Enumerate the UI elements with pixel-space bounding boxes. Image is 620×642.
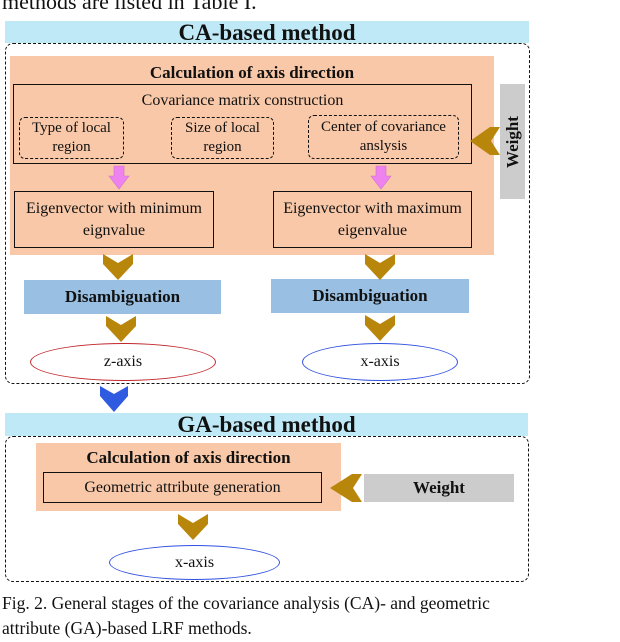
- ca-container: [5, 43, 530, 384]
- gold-arrow-ca-weight-icon: [470, 127, 500, 155]
- gold-arrow-ga-down-icon: [178, 514, 208, 540]
- blue-arrow-down-icon: [100, 386, 128, 412]
- ca-weight-label: Weight: [502, 115, 522, 168]
- ga-x-axis-ellipse: x-axis: [109, 545, 280, 580]
- figure-caption-line1: Fig. 2. General stages of the covariance…: [2, 593, 490, 613]
- ga-title: GA-based method: [177, 412, 356, 437]
- geometric-attribute-box: Geometric attribute generation: [43, 472, 322, 503]
- gold-arrow-eig-right-icon: [365, 254, 395, 280]
- covariance-box: [13, 84, 472, 164]
- top-text: methods are listed in Table I.: [2, 0, 257, 14]
- ga-weight-box: Weight: [364, 474, 514, 502]
- option-local-region-size: Size of local region: [171, 117, 274, 159]
- gold-arrow-disamb-left-icon: [106, 316, 136, 342]
- gold-arrow-disamb-right-icon: [365, 315, 395, 341]
- ga-banner: GA-based method: [5, 413, 528, 436]
- gold-arrow-eig-left-icon: [103, 254, 133, 280]
- ga-container: [5, 436, 529, 582]
- disambiguation-right: Disambiguation: [271, 279, 469, 313]
- pink-arrow-left-icon: [108, 165, 130, 190]
- option-local-region-type: Type of local region: [19, 117, 124, 159]
- pink-arrow-right-icon: [370, 165, 392, 190]
- eigenvector-min-box: Eigenvector with minimum eignvalue: [14, 191, 214, 248]
- ca-x-axis-ellipse: x-axis: [302, 343, 458, 381]
- ca-banner: CA-based method: [5, 19, 529, 45]
- ca-weight-box: Weight: [500, 84, 525, 199]
- ca-calc-title: Calculation of axis direction: [149, 63, 355, 82]
- covariance-title: Covariance matrix construction: [141, 92, 344, 110]
- ga-calc-title: Calculation of axis direction: [86, 448, 291, 467]
- eigenvector-max-box: Eigenvector with maximum eigenvalue: [273, 191, 472, 248]
- option-covariance-center: Center of covariance anslysis: [308, 115, 459, 159]
- gold-arrow-ga-weight-icon: [330, 474, 362, 502]
- ca-title: CA-based method: [178, 19, 356, 45]
- z-axis-ellipse: z-axis: [30, 343, 216, 381]
- disambiguation-left: Disambiguation: [24, 280, 221, 314]
- figure-caption-line2: attribute (GA)-based LRF methods.: [2, 618, 252, 638]
